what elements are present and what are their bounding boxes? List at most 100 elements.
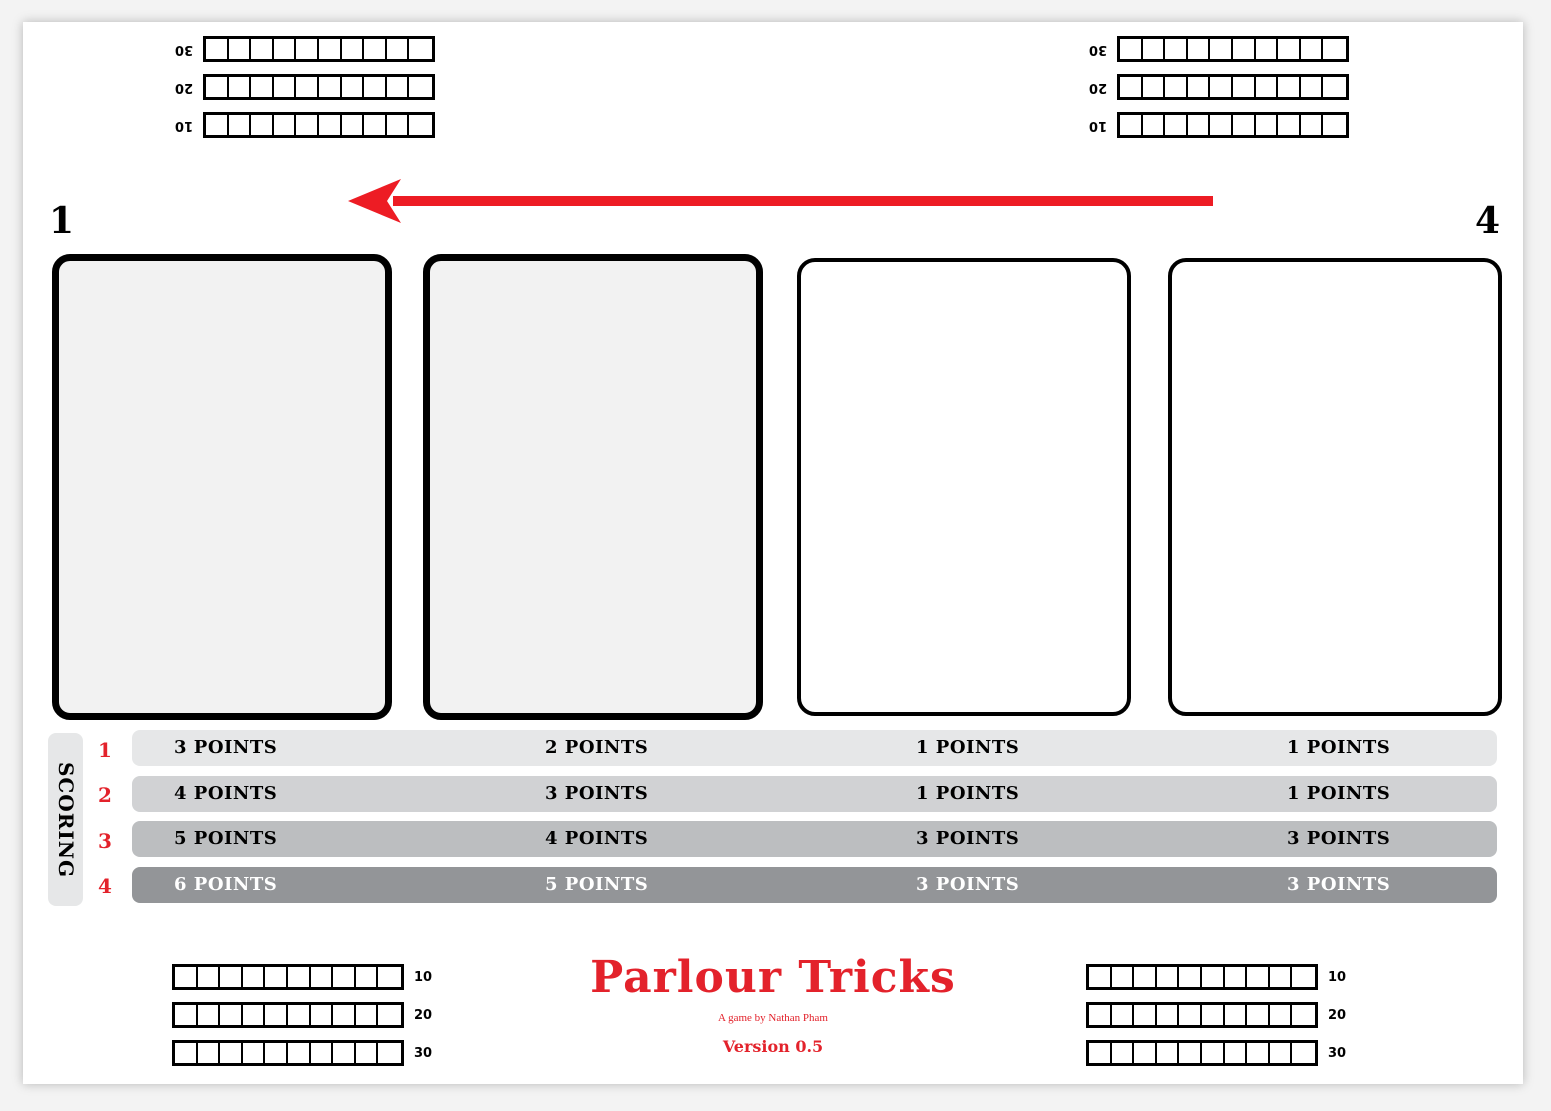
tracker-checkbox[interactable] bbox=[319, 77, 342, 97]
card-slot-1[interactable] bbox=[52, 254, 392, 720]
tracker-checkbox[interactable] bbox=[1270, 967, 1293, 987]
tracker-checkbox[interactable] bbox=[1202, 967, 1225, 987]
tracker-checkbox[interactable] bbox=[265, 1005, 288, 1025]
tracker-checkbox[interactable] bbox=[409, 39, 432, 59]
tracker-checkbox[interactable] bbox=[1270, 1005, 1293, 1025]
tracker-checkbox[interactable] bbox=[364, 39, 387, 59]
tracker-boxes[interactable] bbox=[172, 964, 404, 990]
tracker-boxes[interactable] bbox=[1086, 1040, 1318, 1066]
tracker-checkbox[interactable] bbox=[342, 77, 365, 97]
tracker-checkbox[interactable] bbox=[1157, 967, 1180, 987]
tracker-checkbox[interactable] bbox=[206, 77, 229, 97]
tracker-checkbox[interactable] bbox=[333, 1043, 356, 1063]
tracker-checkbox[interactable] bbox=[1120, 77, 1143, 97]
tracker-checkbox[interactable] bbox=[288, 1043, 311, 1063]
tracker-checkbox[interactable] bbox=[1188, 77, 1211, 97]
tracker-checkbox[interactable] bbox=[1089, 967, 1112, 987]
tracker-checkbox[interactable] bbox=[1292, 967, 1315, 987]
tracker-boxes[interactable] bbox=[172, 1002, 404, 1028]
tracker-checkbox[interactable] bbox=[1301, 77, 1324, 97]
tracker-checkbox[interactable] bbox=[1247, 967, 1270, 987]
tracker-checkbox[interactable] bbox=[387, 39, 410, 59]
tracker-checkbox[interactable] bbox=[1292, 1043, 1315, 1063]
tracker-checkbox[interactable] bbox=[206, 115, 229, 135]
tracker-checkbox[interactable] bbox=[1179, 1005, 1202, 1025]
tracker-checkbox[interactable] bbox=[342, 39, 365, 59]
tracker-boxes[interactable] bbox=[1086, 1002, 1318, 1028]
tracker-checkbox[interactable] bbox=[387, 115, 410, 135]
tracker-checkbox[interactable] bbox=[175, 1043, 198, 1063]
tracker-checkbox[interactable] bbox=[378, 1043, 401, 1063]
tracker-checkbox[interactable] bbox=[1278, 77, 1301, 97]
tracker-checkbox[interactable] bbox=[409, 115, 432, 135]
tracker-checkbox[interactable] bbox=[251, 77, 274, 97]
tracker-boxes[interactable] bbox=[203, 112, 435, 138]
tracker-checkbox[interactable] bbox=[1089, 1043, 1112, 1063]
tracker-checkbox[interactable] bbox=[198, 1005, 221, 1025]
tracker-checkbox[interactable] bbox=[220, 1005, 243, 1025]
tracker-checkbox[interactable] bbox=[311, 967, 334, 987]
tracker-checkbox[interactable] bbox=[333, 967, 356, 987]
tracker-checkbox[interactable] bbox=[364, 115, 387, 135]
tracker-checkbox[interactable] bbox=[1225, 967, 1248, 987]
tracker-boxes[interactable] bbox=[1117, 36, 1349, 62]
tracker-checkbox[interactable] bbox=[1323, 115, 1346, 135]
tracker-checkbox[interactable] bbox=[1301, 115, 1324, 135]
tracker-checkbox[interactable] bbox=[1188, 39, 1211, 59]
tracker-checkbox[interactable] bbox=[1120, 115, 1143, 135]
tracker-checkbox[interactable] bbox=[274, 77, 297, 97]
tracker-checkbox[interactable] bbox=[1278, 39, 1301, 59]
tracker-checkbox[interactable] bbox=[1179, 967, 1202, 987]
tracker-checkbox[interactable] bbox=[1247, 1005, 1270, 1025]
tracker-checkbox[interactable] bbox=[1233, 39, 1256, 59]
tracker-checkbox[interactable] bbox=[296, 77, 319, 97]
tracker-checkbox[interactable] bbox=[311, 1043, 334, 1063]
tracker-checkbox[interactable] bbox=[251, 115, 274, 135]
tracker-checkbox[interactable] bbox=[1165, 115, 1188, 135]
tracker-checkbox[interactable] bbox=[1143, 77, 1166, 97]
tracker-checkbox[interactable] bbox=[1143, 115, 1166, 135]
tracker-checkbox[interactable] bbox=[229, 77, 252, 97]
tracker-boxes[interactable] bbox=[1117, 74, 1349, 100]
card-slot-2[interactable] bbox=[423, 254, 763, 720]
tracker-checkbox[interactable] bbox=[1089, 1005, 1112, 1025]
tracker-checkbox[interactable] bbox=[319, 115, 342, 135]
tracker-checkbox[interactable] bbox=[1256, 77, 1279, 97]
tracker-checkbox[interactable] bbox=[1112, 1043, 1135, 1063]
tracker-checkbox[interactable] bbox=[1256, 39, 1279, 59]
tracker-checkbox[interactable] bbox=[1165, 77, 1188, 97]
tracker-checkbox[interactable] bbox=[175, 967, 198, 987]
tracker-checkbox[interactable] bbox=[1210, 115, 1233, 135]
tracker-checkbox[interactable] bbox=[1233, 77, 1256, 97]
tracker-checkbox[interactable] bbox=[311, 1005, 334, 1025]
tracker-boxes[interactable] bbox=[1086, 964, 1318, 990]
tracker-checkbox[interactable] bbox=[1120, 39, 1143, 59]
tracker-checkbox[interactable] bbox=[1202, 1005, 1225, 1025]
tracker-checkbox[interactable] bbox=[243, 967, 266, 987]
tracker-checkbox[interactable] bbox=[229, 115, 252, 135]
tracker-checkbox[interactable] bbox=[243, 1043, 266, 1063]
tracker-checkbox[interactable] bbox=[1301, 39, 1324, 59]
tracker-checkbox[interactable] bbox=[206, 39, 229, 59]
tracker-checkbox[interactable] bbox=[1134, 1043, 1157, 1063]
tracker-checkbox[interactable] bbox=[1143, 39, 1166, 59]
tracker-checkbox[interactable] bbox=[1256, 115, 1279, 135]
tracker-checkbox[interactable] bbox=[288, 1005, 311, 1025]
tracker-checkbox[interactable] bbox=[274, 39, 297, 59]
tracker-checkbox[interactable] bbox=[175, 1005, 198, 1025]
tracker-checkbox[interactable] bbox=[1270, 1043, 1293, 1063]
tracker-checkbox[interactable] bbox=[1134, 1005, 1157, 1025]
tracker-checkbox[interactable] bbox=[342, 115, 365, 135]
tracker-checkbox[interactable] bbox=[1247, 1043, 1270, 1063]
tracker-checkbox[interactable] bbox=[1278, 115, 1301, 135]
tracker-checkbox[interactable] bbox=[333, 1005, 356, 1025]
tracker-checkbox[interactable] bbox=[1134, 967, 1157, 987]
tracker-checkbox[interactable] bbox=[1225, 1043, 1248, 1063]
tracker-checkbox[interactable] bbox=[220, 1043, 243, 1063]
tracker-checkbox[interactable] bbox=[1179, 1043, 1202, 1063]
tracker-checkbox[interactable] bbox=[243, 1005, 266, 1025]
tracker-checkbox[interactable] bbox=[1210, 77, 1233, 97]
tracker-checkbox[interactable] bbox=[378, 1005, 401, 1025]
tracker-boxes[interactable] bbox=[203, 74, 435, 100]
tracker-checkbox[interactable] bbox=[296, 39, 319, 59]
